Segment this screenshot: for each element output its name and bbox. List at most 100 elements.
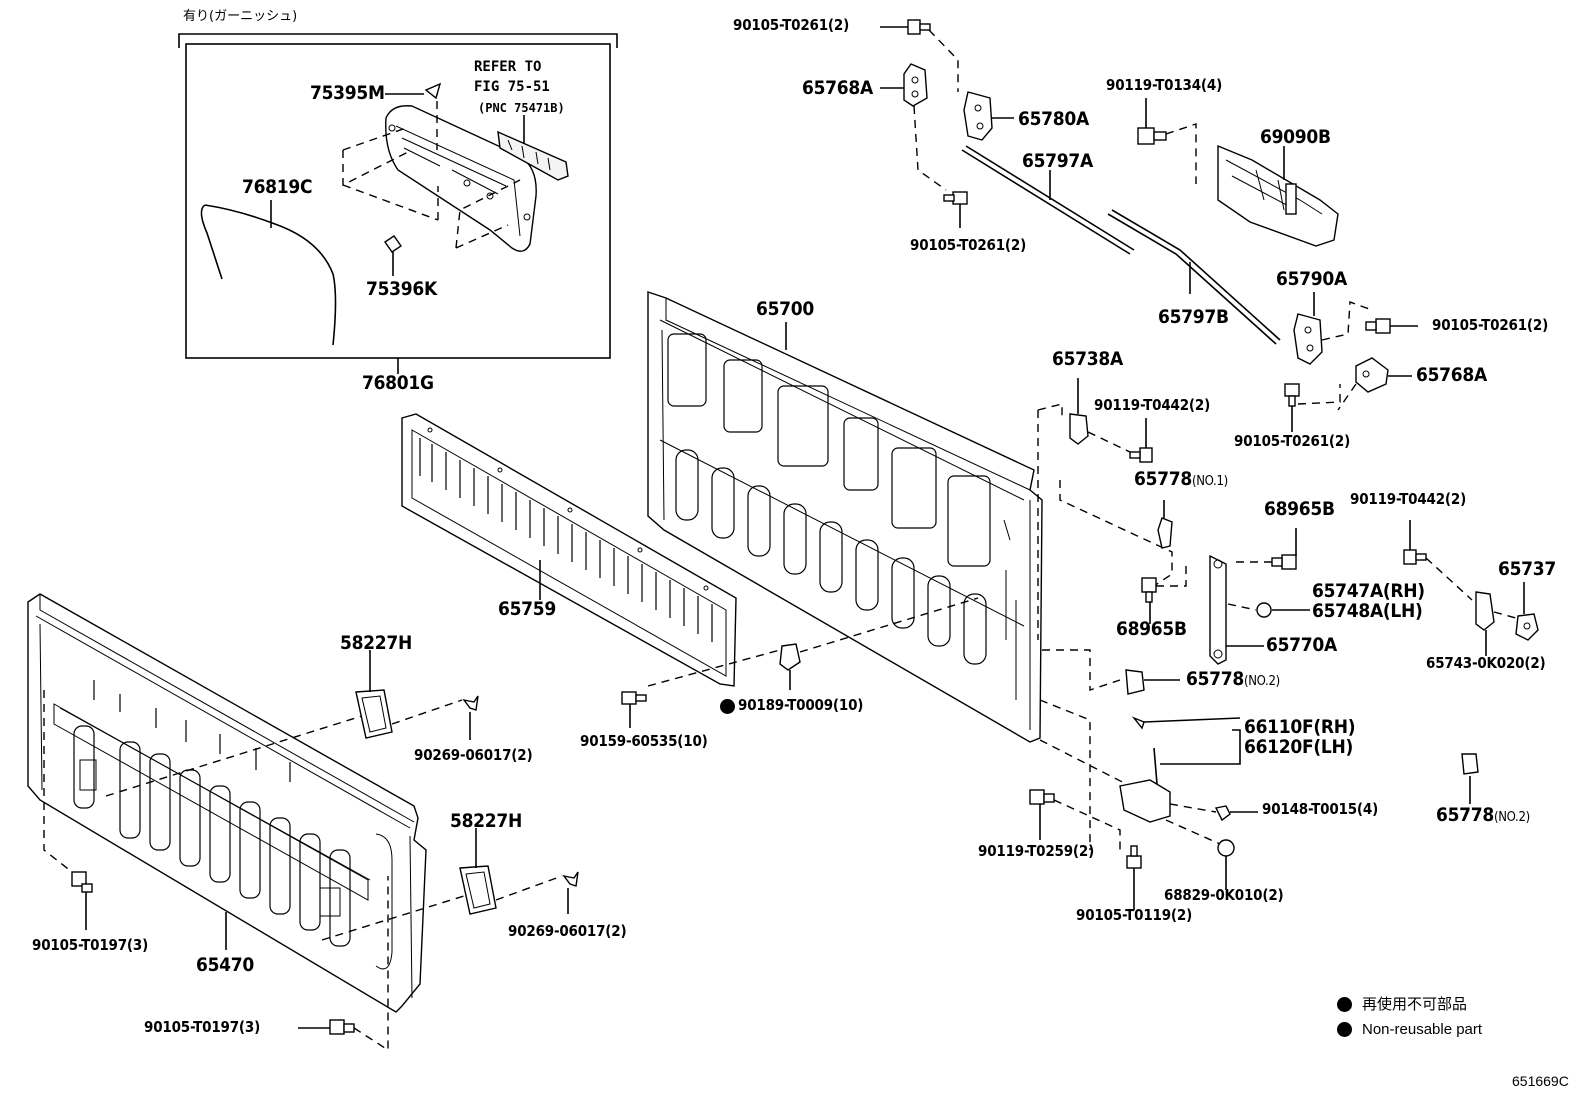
label-65768a: 65768A [802, 77, 873, 99]
label-65700: 65700 [756, 298, 814, 320]
label-58227h-a: 58227H [340, 632, 412, 654]
latch-65790a [1293, 313, 1323, 365]
molding-76819c-b [204, 204, 337, 346]
label-68965b-a: 68965B [1264, 498, 1335, 520]
label-69090b: 69090B [1260, 126, 1331, 148]
refer-line3: (PNC 75471B) [478, 101, 565, 115]
tailgate-inner-65700 [647, 291, 1043, 743]
label-65759: 65759 [498, 598, 556, 620]
link-65770a [1209, 554, 1227, 665]
plate-65737 [1515, 613, 1539, 641]
label-90119-t0259: 90119-T0259(2) [978, 842, 1095, 860]
label-65778-no2b-num: 65778 [1436, 804, 1494, 826]
bolt-68965b-a [1271, 554, 1297, 570]
label-65747a: 65747A(RH) [1312, 580, 1425, 602]
label-68829-0k010: 68829-0K010(2) [1164, 886, 1284, 904]
label-65470: 65470 [196, 954, 254, 976]
label-65778-no2b: 65778(NO.2) [1436, 806, 1530, 825]
emblem [497, 130, 569, 181]
refer-line1: REFER TO [474, 59, 542, 75]
legend-dot-en [1337, 1022, 1352, 1037]
molding-76819c [200, 204, 223, 280]
label-66120f: 66120F(LH) [1244, 736, 1353, 758]
label-65748a: 65748A(LH) [1312, 600, 1423, 622]
bracket-66110f [1160, 729, 1241, 765]
label-90119-t0442-a: 90119-T0442(2) [1094, 396, 1211, 414]
label-65778-no2a-num: 65778 [1186, 668, 1244, 690]
bolt-90105-t0261-b [1284, 383, 1300, 407]
label-75395m: 75395M [310, 82, 385, 104]
collar-65747a [1256, 602, 1272, 618]
header-jp-label: 有り(ガーニッシュ) [183, 9, 298, 24]
handle-69090b [1217, 144, 1339, 247]
label-65737: 65737 [1498, 558, 1556, 580]
bolt-90148-t0015 [1214, 805, 1231, 822]
bolt-68965b-b [1141, 577, 1157, 603]
label-76819c: 76819C [242, 176, 313, 198]
clip-90269-b [562, 871, 579, 887]
label-68965b-b: 68965B [1116, 618, 1187, 640]
bolt-90119-t0259 [1029, 789, 1055, 805]
bolt-90105-t0261-r [1365, 318, 1391, 334]
label-65778-no1-suffix: (NO.1) [1191, 474, 1228, 489]
panel-65759 [401, 413, 737, 687]
bolt-90119-t0442-a [1129, 447, 1153, 463]
bolt-90105-t0197-b [329, 1019, 355, 1035]
label-90269-06017-a: 90269-06017(2) [414, 746, 533, 764]
label-65797a: 65797A [1022, 150, 1093, 172]
rod-65797a [961, 149, 1131, 255]
stopper-65778-no2a [1125, 669, 1145, 695]
label-65778-no1-num: 65778 [1134, 468, 1192, 490]
bracket-65743 [1475, 591, 1495, 631]
label-65790a: 65790A [1276, 268, 1347, 290]
clip-90189-t0009 [779, 643, 801, 671]
label-90105-t0261-mid: 90105-T0261(2) [910, 236, 1027, 254]
label-66110f: 66110F(RH) [1244, 716, 1356, 738]
clip-75396k [384, 235, 402, 253]
bolt-90105-t0197-a [71, 871, 93, 893]
hinge-65768a [903, 63, 928, 107]
bolt-90119-t0134 [1137, 127, 1167, 145]
label-65778-no2b-suffix: (NO.2) [1493, 810, 1530, 825]
label-75396k: 75396K [366, 278, 437, 300]
bolt-90105-t0261-mid [943, 191, 968, 205]
cable-66110f [1119, 716, 1241, 823]
label-65780a: 65780A [1018, 108, 1089, 130]
rod-65797b [1111, 209, 1281, 341]
stopper-65778-no1 [1157, 517, 1173, 549]
bolt-90119-t0442-b [1403, 549, 1427, 565]
pad-58227h-b [459, 865, 497, 915]
label-90269-06017-b: 90269-06017(2) [508, 922, 627, 940]
clip-90269-a [462, 695, 479, 711]
label-65738a: 65738A [1052, 348, 1123, 370]
label-65743-0k020: 65743-0K020(2) [1426, 654, 1546, 672]
clip-75395m [424, 82, 442, 100]
refer-line2: FIG 75-51 [474, 79, 550, 95]
label-90105-t0197-a: 90105-T0197(3) [32, 936, 149, 954]
clip-65738a [1069, 413, 1089, 445]
bolt-90105-t0119 [1126, 845, 1142, 869]
label-65778-no2a: 65778(NO.2) [1186, 670, 1280, 689]
bushing-68829 [1217, 839, 1235, 857]
header-bracket [178, 33, 618, 48]
legend-jp-text: 再使用不可部品 [1362, 995, 1468, 1013]
label-90189-t0009: 90189-T0009(10) [738, 696, 864, 714]
label-65778-no2a-suffix: (NO.2) [1243, 674, 1280, 689]
figure-id: 651669C [1512, 1073, 1569, 1089]
tailgate-outer-65470 [27, 593, 427, 1013]
legend-dot-jp [1337, 997, 1352, 1012]
label-90105-t0119: 90105-T0119(2) [1076, 906, 1193, 924]
bolt-90105-t0261-top [907, 19, 931, 35]
label-90148-t0015: 90148-T0015(4) [1262, 800, 1379, 818]
label-90105-t0197-b: 90105-T0197(3) [144, 1018, 261, 1036]
garnish-75395m [385, 105, 537, 252]
pad-58227h-a [355, 689, 393, 739]
label-65768a-b: 65768A [1416, 364, 1487, 386]
non-reusable-marker [720, 699, 735, 714]
label-90119-t0442-b: 90119-T0442(2) [1350, 490, 1467, 508]
label-65797b: 65797B [1158, 306, 1229, 328]
legend-en-text: Non-reusable part [1362, 1021, 1483, 1038]
label-76801g: 76801G [362, 372, 434, 394]
latch-65780a [963, 91, 993, 141]
